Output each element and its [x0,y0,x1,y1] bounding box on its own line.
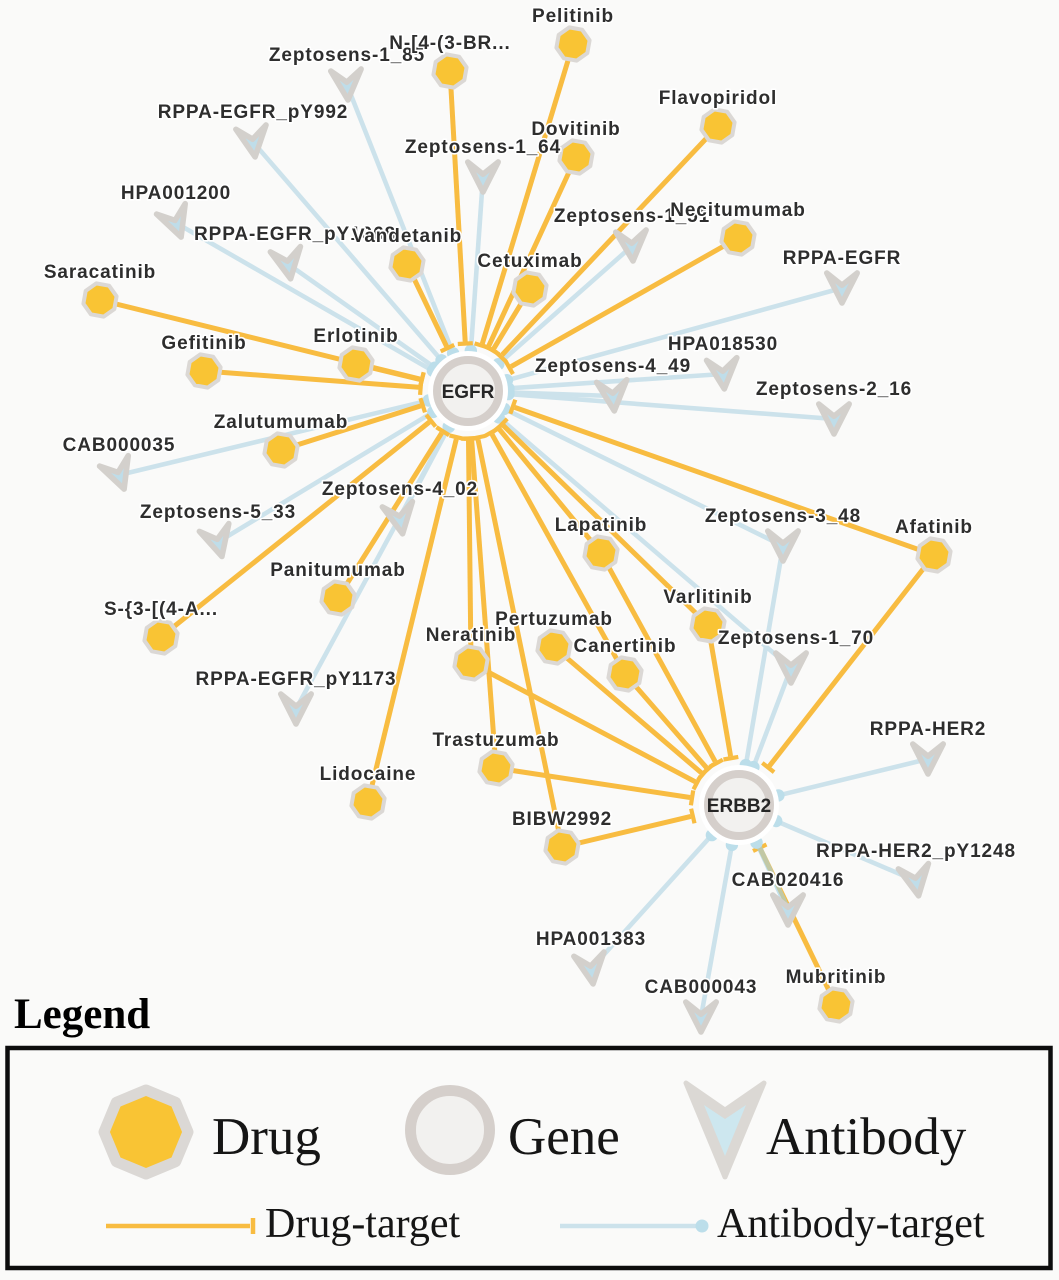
svg-text:BIBW2992: BIBW2992 [512,809,612,830]
svg-text:Legend: Legend [14,991,150,1038]
svg-text:Zeptosens-3_48: Zeptosens-3_48 [705,506,861,527]
svg-text:CAB000035: CAB000035 [63,435,176,456]
svg-text:RPPA-EGFR_pY992: RPPA-EGFR_pY992 [158,102,349,123]
svg-text:Zeptosens-4_02: Zeptosens-4_02 [322,479,478,500]
svg-text:Canertinib: Canertinib [574,636,677,657]
svg-text:Trastuzumab: Trastuzumab [432,730,559,751]
svg-text:Zeptosens-1_51: Zeptosens-1_51 [554,206,710,227]
svg-text:HPA018530: HPA018530 [668,334,778,355]
svg-text:Zalutumumab: Zalutumumab [214,412,348,433]
svg-text:HPA001200: HPA001200 [121,183,231,204]
svg-text:Zeptosens-4_49: Zeptosens-4_49 [535,356,691,377]
svg-text:Drug: Drug [212,1108,321,1166]
svg-text:Gefitinib: Gefitinib [161,333,246,354]
svg-text:Zeptosens-1_64: Zeptosens-1_64 [405,137,561,158]
svg-text:Erlotinib: Erlotinib [313,326,398,347]
svg-text:Mubritinib: Mubritinib [786,967,887,988]
svg-text:Vandetanib: Vandetanib [352,226,462,247]
svg-text:Cetuximab: Cetuximab [477,251,582,272]
svg-text:Drug-target: Drug-target [265,1201,460,1247]
svg-text:RPPA-EGFR_pY1068: RPPA-EGFR_pY1068 [194,224,396,245]
svg-text:Saracatinib: Saracatinib [44,262,156,283]
svg-text:Varlitinib: Varlitinib [663,587,752,608]
svg-text:Dovitinib: Dovitinib [531,119,620,140]
svg-text:Flavopiridol: Flavopiridol [659,88,777,109]
svg-text:RPPA-HER2_pY1248: RPPA-HER2_pY1248 [816,841,1016,862]
svg-text:CAB020416: CAB020416 [732,870,845,891]
svg-text:EGFR: EGFR [442,382,495,403]
svg-text:Lidocaine: Lidocaine [320,764,417,785]
svg-text:Zeptosens-1_85: Zeptosens-1_85 [269,45,425,66]
svg-text:N-[4-(3-BR...: N-[4-(3-BR... [389,33,510,54]
svg-text:ERBB2: ERBB2 [707,796,771,817]
svg-text:Necitumumab: Necitumumab [670,200,806,221]
svg-text:Afatinib: Afatinib [895,517,973,538]
svg-text:Zeptosens-1_70: Zeptosens-1_70 [718,628,874,649]
svg-text:CAB000043: CAB000043 [645,977,758,998]
svg-text:Zeptosens-2_16: Zeptosens-2_16 [756,379,912,400]
svg-text:Pertuzumab: Pertuzumab [495,609,613,630]
svg-text:Antibody-target: Antibody-target [717,1201,985,1247]
svg-text:Lapatinib: Lapatinib [555,515,648,536]
svg-text:Zeptosens-5_33: Zeptosens-5_33 [140,502,296,523]
svg-text:RPPA-EGFR: RPPA-EGFR [783,248,902,269]
svg-text:Pelitinib: Pelitinib [532,6,614,27]
svg-text:Panitumumab: Panitumumab [270,560,406,581]
svg-text:Antibody: Antibody [766,1108,967,1166]
svg-text:Neratinib: Neratinib [426,625,516,646]
svg-text:HPA001383: HPA001383 [536,929,646,950]
svg-text:S-{3-[(4-A...: S-{3-[(4-A... [104,599,218,620]
svg-text:RPPA-HER2: RPPA-HER2 [870,719,987,740]
svg-text:RPPA-EGFR_pY1173: RPPA-EGFR_pY1173 [196,669,397,690]
svg-text:Gene: Gene [508,1108,620,1166]
